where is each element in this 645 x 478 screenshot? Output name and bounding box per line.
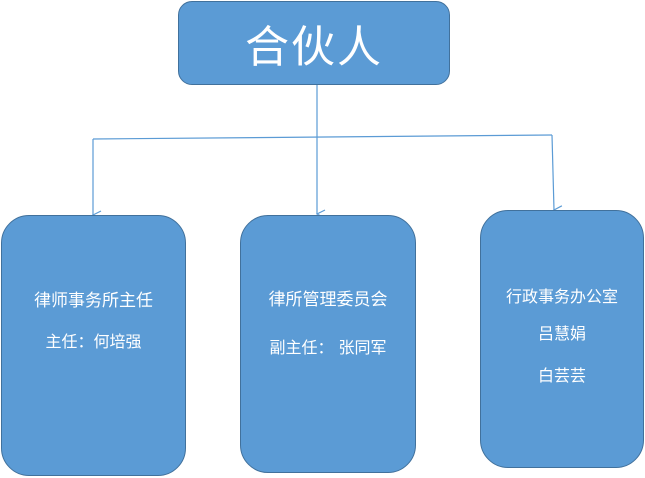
root-node-partners: 合伙人 <box>178 1 450 85</box>
child-node-title: 律所管理委员会 <box>268 290 388 310</box>
child-node-title: 律师事务所主任 <box>34 291 153 311</box>
child-node-line: 白芸芸 <box>537 366 586 385</box>
child-node-title: 行政事务办公室 <box>505 287 618 306</box>
root-node-title: 合伙人 <box>245 22 383 73</box>
child-node-management-committee: 律所管理委员会 副主任： 张同军 <box>240 215 416 473</box>
child-node-line: 主任：何培强 <box>45 332 142 351</box>
child-node-line: 副主任： 张同军 <box>269 338 387 357</box>
child-node-line: 吕慧娟 <box>537 324 586 343</box>
child-node-firm-director: 律师事务所主任 主任：何培强 <box>1 215 186 476</box>
child-node-admin-office: 行政事务办公室 吕慧娟 白芸芸 <box>480 210 644 468</box>
connector-horizontal-bar <box>92 134 553 140</box>
connector-arrow-right <box>551 134 554 210</box>
